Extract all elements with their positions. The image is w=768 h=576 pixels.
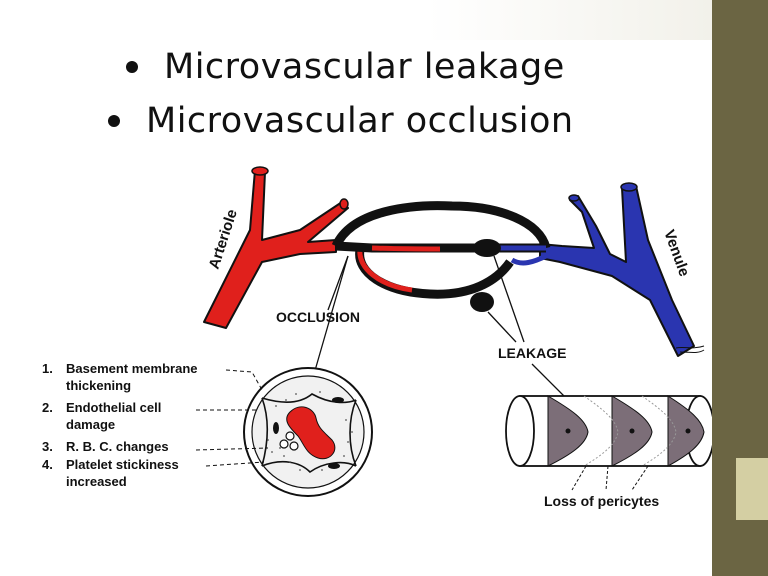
leakage-label: LEAKAGE bbox=[498, 345, 566, 361]
signature-scribble bbox=[675, 345, 705, 353]
slide-border-bottom bbox=[712, 520, 768, 576]
pericytes-leader-line bbox=[571, 465, 587, 491]
occlusion-pointer bbox=[327, 255, 349, 311]
bullet-item: Microvascular leakage bbox=[126, 40, 708, 94]
cause-line: R. B. C. changes bbox=[66, 439, 169, 454]
venule-label: Venule bbox=[660, 228, 693, 279]
cause-number: 4. bbox=[42, 457, 53, 472]
bullet-text: Microvascular leakage bbox=[164, 47, 565, 87]
cause-line: Platelet stickiness bbox=[66, 457, 179, 472]
cause-line: Endothelial cell bbox=[66, 400, 161, 415]
pericytes-label: Loss of pericytes bbox=[544, 493, 659, 509]
pericytes-leader-line bbox=[631, 465, 649, 491]
occlusion-leader-line bbox=[313, 255, 349, 375]
bullet-dot-icon bbox=[108, 115, 120, 127]
cause-line: increased bbox=[66, 474, 127, 489]
capillary-loop bbox=[331, 201, 551, 312]
bullet-list: Microvascular leakage Microvascular occl… bbox=[108, 40, 708, 148]
cause-line: Basement membrane bbox=[66, 361, 198, 376]
bullet-item: Microvascular occlusion bbox=[108, 94, 708, 148]
cause-leader-lines bbox=[195, 369, 269, 467]
occlusion-label: OCCLUSION bbox=[276, 309, 360, 325]
cause-line: damage bbox=[66, 417, 115, 432]
leakage-leader-line bbox=[487, 311, 517, 343]
pericytes-leader-line bbox=[605, 465, 609, 491]
microvascular-diagram: Arteriole Venule OCCLUSION LEAKAGE bbox=[42, 166, 712, 509]
cause-line: thickening bbox=[66, 378, 131, 393]
cause-number: 2. bbox=[42, 400, 53, 415]
occlusion-blob bbox=[473, 239, 501, 257]
cause-number: 1. bbox=[42, 361, 53, 376]
top-shade bbox=[0, 0, 712, 40]
bullet-text: Microvascular occlusion bbox=[146, 101, 574, 141]
venule bbox=[539, 182, 695, 357]
causes-list: 1. Basement membrane thickening 2. Endot… bbox=[42, 361, 198, 489]
capillary-cross-section bbox=[243, 367, 373, 497]
cause-number: 3. bbox=[42, 439, 53, 454]
bullet-dot-icon bbox=[126, 61, 138, 73]
leakage-droplet bbox=[470, 292, 494, 312]
capillary-cylinder bbox=[505, 395, 712, 467]
slide-border-accent bbox=[736, 458, 768, 520]
leakage-leader-line bbox=[493, 255, 525, 343]
